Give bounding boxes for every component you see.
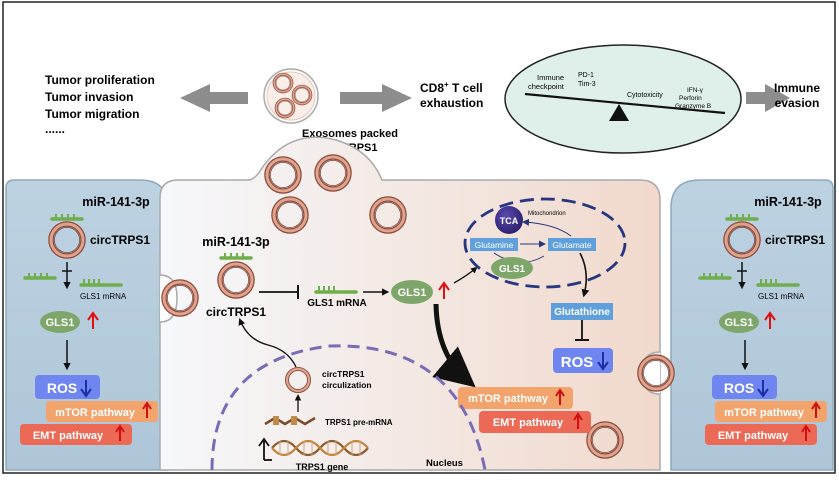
glutathione-box	[551, 303, 613, 320]
glutathione-label: Glutathione	[554, 307, 610, 318]
left-gls1-label: GLS1	[46, 317, 75, 329]
perforin-label: Perforin	[679, 95, 702, 102]
right-ros-label: ROS	[724, 380, 754, 396]
left-mrna-label: GLS1 mRNA	[80, 292, 127, 301]
tca-label: TCA	[500, 216, 519, 226]
right-mrna-label: GLS1 mRNA	[758, 292, 805, 301]
balance-ellipse: Immune checkpoint PD-1 Tim-3 Cytotoxicit…	[504, 44, 742, 154]
center-gls1-label: GLS1	[398, 287, 427, 299]
left-ros-label: ROS	[47, 380, 77, 396]
right-emt-label: EMT pathway	[718, 430, 789, 442]
gray-arrow-left	[180, 84, 248, 112]
right-circ-label: circTRPS1	[765, 233, 825, 247]
exosomes-packed-label: Exosomes packed	[302, 128, 398, 140]
immune-checkpoint-label-1: Immune	[537, 73, 564, 82]
center-mtor-label: mTOR pathway	[468, 393, 549, 405]
trps1-gene-label: TRPS1 gene	[296, 462, 349, 472]
left-circ-label: circTRPS1	[90, 233, 150, 247]
center-mrna-label: GLS1 mRNA	[307, 298, 366, 309]
left-mtor-label: mTOR pathway	[55, 407, 136, 419]
center-gls1-up-icon	[438, 281, 450, 299]
tcell-label: T cell	[449, 81, 483, 95]
left-emt-box	[20, 424, 132, 445]
tim3-label: Tim-3	[578, 81, 596, 88]
glutamate-box	[548, 238, 596, 251]
immune-label: Immune	[774, 81, 820, 95]
center-ros-box	[553, 348, 613, 373]
glutamate-label: Glutamate	[552, 240, 591, 250]
right-mirna-label: miR-141-3p	[754, 195, 822, 209]
center-circ-label: circTRPS1	[206, 305, 266, 319]
granzyme-label: Granzyme B	[675, 103, 711, 110]
tcell-exhaustion-label: CD8+ T cell exhaustion	[420, 80, 483, 110]
right-gls1-up-icon	[764, 311, 776, 329]
center-ros-label: ROS	[561, 354, 594, 371]
right-gls1-oval	[719, 311, 759, 333]
mitochondrion: TCA Mitochondrion Glutamine Glutamate GL…	[463, 197, 627, 289]
mito-gls1-label: GLS1	[499, 264, 526, 275]
mito-label: Mitochondrion	[528, 211, 566, 217]
cd8-superscript: +	[444, 80, 449, 89]
effect-text-3: Tumor migration	[45, 107, 139, 121]
left-emt-label: EMT pathway	[33, 430, 104, 442]
center-mirna-label: miR-141-3p	[202, 235, 270, 249]
cd8-label: CD8	[420, 81, 444, 95]
center-cell-content: miR-141-3p circTRPS1 GLS1 mRNA GLS1 TCA …	[202, 197, 627, 472]
ifng-label: IFN-γ	[687, 87, 704, 94]
center-mtor-box	[458, 387, 573, 409]
left-ros-down-icon	[80, 380, 92, 398]
center-gls1-oval	[391, 280, 433, 304]
left-mtor-box	[46, 401, 158, 422]
gray-arrow-right	[340, 84, 412, 112]
left-gls1-oval	[40, 311, 80, 333]
left-cell-content: miR-141-3p circTRPS1 GLS1 mRNA GLS1 ROS …	[20, 195, 158, 445]
circulization-label-1: circTRPS1	[322, 369, 365, 379]
pd1-label: PD-1	[578, 72, 594, 79]
right-gls1-label: GLS1	[725, 317, 754, 329]
right-emt-box	[705, 424, 817, 445]
cytotoxicity-label: Cytotoxicity	[627, 92, 663, 99]
exosome-vesicle	[263, 68, 319, 124]
right-ros-down-icon	[757, 380, 769, 398]
right-cell-content: miR-141-3p circTRPS1 GLS1 mRNA GLS1 ROS …	[698, 195, 827, 445]
glutamine-label: Glutamine	[475, 240, 514, 250]
effect-text-1: Tumor proliferation	[45, 73, 155, 87]
immune-checkpoint-label-2: checkpoint	[528, 82, 565, 91]
premrna-label: TRPS1 pre-mRNA	[325, 418, 393, 427]
top-left-effects: Tumor proliferation Tumor invasion Tumor…	[45, 73, 155, 136]
mito-gls1-oval	[491, 257, 533, 279]
left-mirna-label: miR-141-3p	[82, 195, 150, 209]
evasion-label: evasion	[775, 96, 820, 110]
balance-beam	[524, 92, 726, 115]
right-mtor-box	[715, 401, 827, 422]
center-emt-label: EMT pathway	[493, 417, 564, 429]
right-mtor-label: mTOR pathway	[724, 407, 805, 419]
tca-circle	[495, 206, 523, 234]
center-emt-box	[479, 411, 591, 433]
svg-text:CD8+ T cell: CD8+ T cell	[420, 80, 483, 95]
left-gls1-up-icon	[87, 311, 99, 329]
center-ros-down-icon	[597, 352, 609, 371]
exhaustion-label: exhaustion	[420, 96, 483, 110]
balance-fulcrum	[609, 104, 629, 121]
gray-arrow-outcome	[746, 84, 790, 112]
circulization-label-2: circulization	[322, 380, 372, 390]
nucleus-label: Nucleus	[426, 458, 463, 469]
effect-text-2: Tumor invasion	[45, 90, 133, 104]
effect-text-4: ......	[45, 122, 65, 136]
glutamine-box	[470, 238, 518, 251]
nucleus: circTRPS1 circulization TRPS1 pre-mRNA T…	[210, 344, 487, 472]
